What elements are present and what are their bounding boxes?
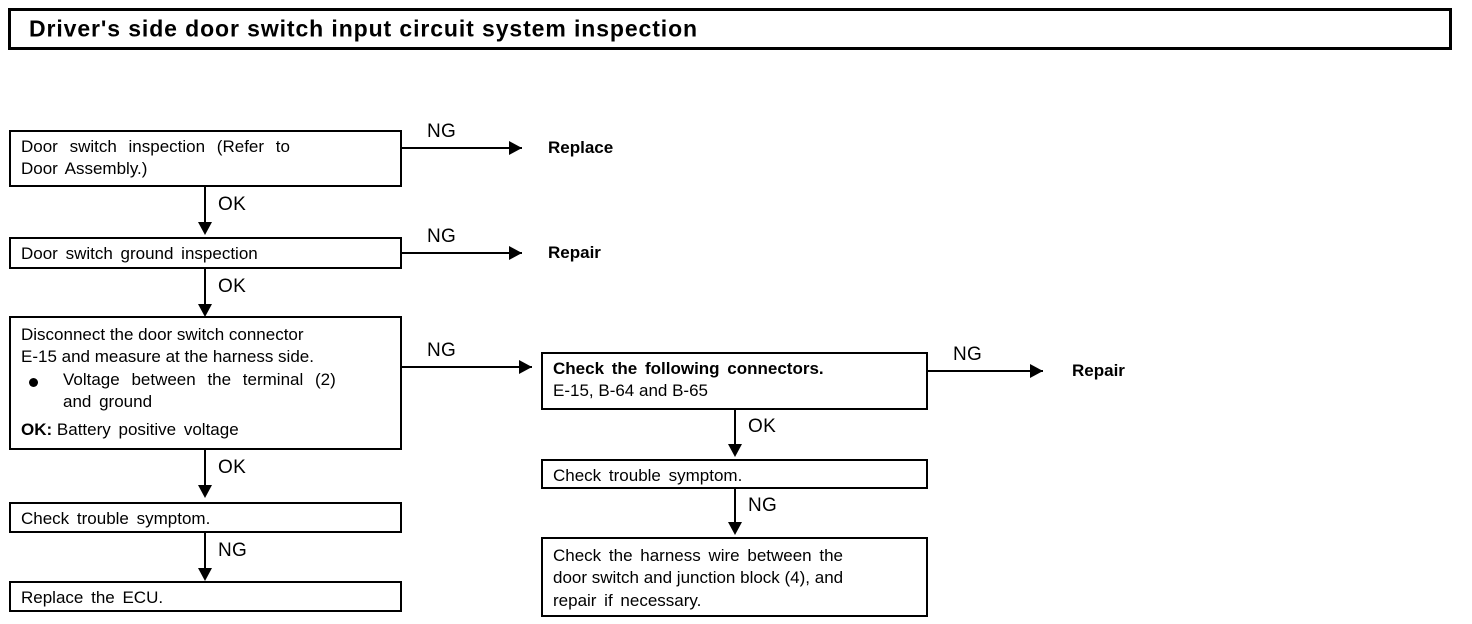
box3-bullet-line1: Voltage between the terminal (2) xyxy=(63,369,336,389)
step-box-check-connectors: Check the following connectors. E-15, B-… xyxy=(541,352,928,410)
step-box-check-harness-wire: Check the harness wire between the door … xyxy=(541,537,928,617)
edge-label-ng-1: NG xyxy=(427,121,457,142)
connector-box2-ng xyxy=(402,252,522,254)
step-box-disconnect-connector-measure: Disconnect the door switch connector E-1… xyxy=(9,316,402,450)
step-box-replace-ecu: Replace the ECU. xyxy=(9,581,402,612)
terminal-repair-left: Repair xyxy=(548,243,601,262)
box8-line1: Check the harness wire between the xyxy=(553,546,843,565)
step-box-check-trouble-symptom-right: Check trouble symptom. xyxy=(541,459,928,489)
box6-line1: Check the following connectors. xyxy=(553,359,824,378)
box3-ok-label: OK: xyxy=(21,419,53,439)
box3-ok-value: Battery positive voltage xyxy=(56,419,239,439)
edge-label-ng-4: NG xyxy=(218,540,248,561)
box3-bullet-item: Voltage between the terminal (2) xyxy=(21,369,392,391)
bullet-icon xyxy=(29,377,38,387)
connector-box4-ng xyxy=(204,533,206,571)
arrowhead-box1-ng xyxy=(509,141,522,155)
edge-label-ok-2: OK xyxy=(218,276,247,297)
box3-ok-spec: OK: Battery positive voltage xyxy=(21,419,392,441)
arrowhead-box3-ok xyxy=(198,485,212,498)
box7-line1: Check trouble symptom. xyxy=(553,466,743,485)
connector-box6-ng xyxy=(928,370,1043,372)
arrowhead-box2-ok xyxy=(198,304,212,317)
box3-line2: E-15 and measure at the harness side. xyxy=(21,347,314,367)
arrowhead-box6-ok xyxy=(728,444,742,457)
arrowhead-box3-ng xyxy=(519,360,532,374)
connector-box3-ok xyxy=(204,450,206,488)
box5-line1: Replace the ECU. xyxy=(21,588,164,607)
box8-line3: repair if necessary. xyxy=(553,590,702,610)
step-box-door-switch-ground-inspection: Door switch ground inspection xyxy=(9,237,402,269)
connector-box7-ng xyxy=(734,489,736,525)
connector-box1-ok xyxy=(204,187,206,225)
arrowhead-box4-ng xyxy=(198,568,212,581)
edge-label-ng-5: NG xyxy=(953,344,983,365)
connector-box6-ok xyxy=(734,410,736,447)
box3-bullet-line2: and ground xyxy=(63,392,153,412)
arrowhead-box2-ng xyxy=(509,246,522,260)
box8-line2: door switch and junction block (4), and xyxy=(553,568,844,588)
arrowhead-box1-ok xyxy=(198,222,212,235)
box3-line1: Disconnect the door switch connector xyxy=(21,325,304,344)
page-title-banner: Driver's side door switch input circuit … xyxy=(8,8,1452,50)
connector-box3-ng xyxy=(402,366,532,368)
connector-box2-ok xyxy=(204,269,206,307)
edge-label-ng-6: NG xyxy=(748,495,778,516)
page-title: Driver's side door switch input circuit … xyxy=(29,15,698,42)
arrowhead-box7-ng xyxy=(728,522,742,535)
edge-label-ok-1: OK xyxy=(218,194,247,215)
arrowhead-box6-ng xyxy=(1030,364,1043,378)
box6-line2: E-15, B-64 and B-65 xyxy=(553,381,708,401)
box4-line1: Check trouble symptom. xyxy=(21,509,211,528)
edge-label-ok-3: OK xyxy=(218,457,247,478)
box1-line2: Door Assembly.) xyxy=(21,159,148,179)
step-box-door-switch-inspection: Door switch inspection (Refer to Door As… xyxy=(9,130,402,187)
terminal-repair-right: Repair xyxy=(1072,361,1125,380)
box2-line1: Door switch ground inspection xyxy=(21,244,258,263)
edge-label-ng-3: NG xyxy=(427,340,457,361)
terminal-replace: Replace xyxy=(548,138,614,157)
edge-label-ok-4: OK xyxy=(748,416,777,437)
box1-line1: Door switch inspection (Refer to xyxy=(21,137,290,156)
connector-box1-ng xyxy=(402,147,522,149)
edge-label-ng-2: NG xyxy=(427,226,457,247)
step-box-check-trouble-symptom-left: Check trouble symptom. xyxy=(9,502,402,533)
